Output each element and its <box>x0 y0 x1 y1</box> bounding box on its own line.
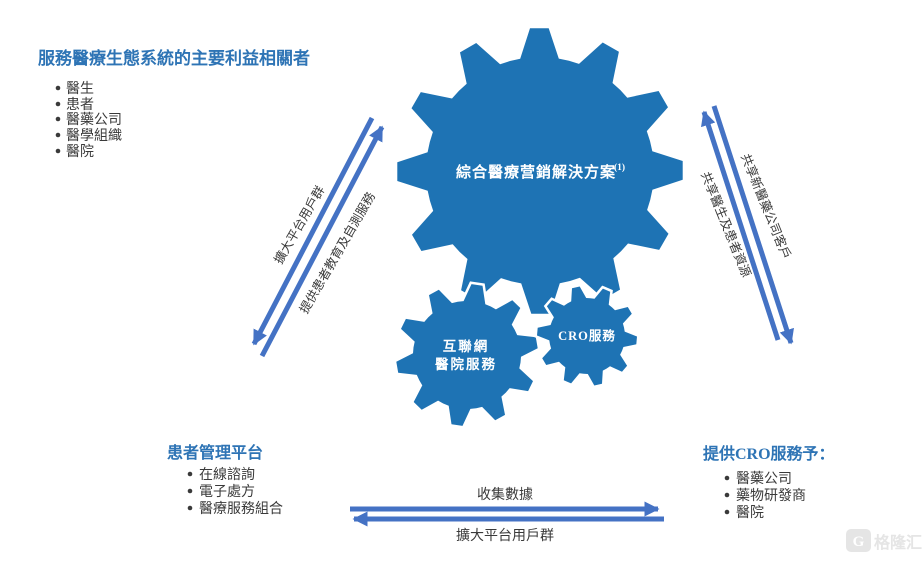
bullet-icon <box>187 471 193 477</box>
bullet-icon <box>187 488 193 494</box>
bullet-icon <box>724 475 730 481</box>
internet-hospital-gear <box>393 281 541 429</box>
patient-platform-item: 電子處方 <box>199 484 255 500</box>
cro-services-title: 提供CRO服務予： <box>703 444 835 463</box>
main-gear-superscript: (1) <box>614 162 625 173</box>
cro-services-block: 提供CRO服務予： 醫藥公司 藥物研發商 醫院 <box>703 444 835 521</box>
stakeholders-block: 服務醫療生態系統的主要利益相關者 醫生 患者 醫藥公司 醫學組織 醫院 <box>38 48 310 160</box>
main-gear-label: 綜合醫療营銷解決方案 <box>456 163 616 181</box>
bullet-icon <box>187 505 193 511</box>
left-arrow-up-icon <box>259 125 385 358</box>
cro-services-item: 醫院 <box>736 505 764 521</box>
patient-platform-item: 醫療服務組合 <box>199 500 283 517</box>
bullet-icon <box>724 492 730 498</box>
bullet-icon <box>55 148 61 154</box>
patient-platform-title: 患者管理平台 <box>167 443 263 462</box>
watermark-logo <box>846 529 871 552</box>
internet-hospital-gear-label-line1: 互聯網 <box>443 338 490 354</box>
stakeholders-item: 醫生 <box>66 81 94 97</box>
stakeholders-item: 醫藥公司 <box>66 112 122 128</box>
right-arrow-down-icon <box>711 105 794 345</box>
bullet-icon <box>55 85 61 91</box>
main-gear <box>397 28 683 314</box>
stakeholders-item: 醫學組織 <box>66 128 122 144</box>
watermark-text: 格隆汇 <box>874 533 922 552</box>
bullet-icon <box>55 116 61 122</box>
watermark-logo-letter: G <box>853 534 865 550</box>
cro-services-item: 藥物研發商 <box>736 488 806 504</box>
bullet-icon <box>55 132 61 138</box>
cro-services-item: 醫藥公司 <box>736 471 792 487</box>
patient-platform-item: 在線諮詢 <box>199 466 255 483</box>
internet-hospital-gear-label-line2: 醫院服務 <box>435 356 497 372</box>
bullet-icon <box>55 101 61 107</box>
cro-gear-label: CRO服務 <box>558 328 616 343</box>
right-arrow-up-icon <box>701 110 781 341</box>
stakeholders-item: 醫院 <box>66 144 94 160</box>
watermark: G 格隆汇 <box>846 529 922 552</box>
bottom-arrows-bottom-label: 擴大平台用戶群 <box>456 527 554 544</box>
bottom-arrows-top-label: 收集數據 <box>477 486 533 503</box>
bullet-icon <box>724 509 730 515</box>
left-arrow-down-icon <box>251 116 375 346</box>
patient-platform-block: 患者管理平台 在線諮詢 電子處方 醫療服務組合 <box>167 443 283 517</box>
stakeholders-item: 患者 <box>66 97 94 113</box>
cro-gear <box>534 283 640 389</box>
stakeholders-title: 服務醫療生態系統的主要利益相關者 <box>38 48 310 68</box>
